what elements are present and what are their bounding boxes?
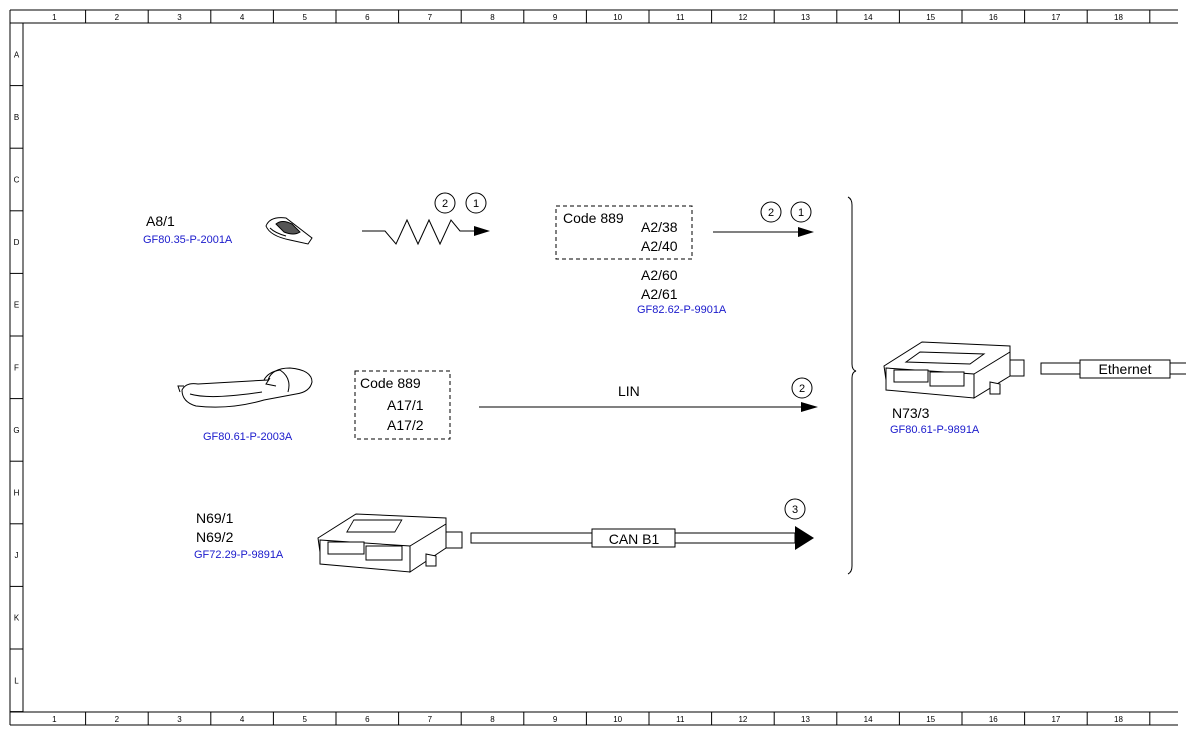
row-label-K: K [14,614,20,623]
column-label-top-16: 16 [989,13,998,22]
column-label-bottom-14: 14 [864,715,873,724]
column-label-bottom-5: 5 [302,715,307,724]
column-label-top-7: 7 [428,13,433,22]
column-label-top-6: 6 [365,13,370,22]
svg-text:1: 1 [473,198,479,210]
door-code-2: A17/2 [387,417,424,433]
row-label-J: J [15,551,19,560]
cluster-code-1: A2/38 [641,219,678,235]
cluster-code-3: A2/60 [641,267,678,283]
door-handle-reference-link[interactable]: GF80.61-P-2003A [203,431,293,443]
column-label-bottom-1: 1 [52,715,57,724]
column-label-top-18: 18 [1114,13,1123,22]
row-label-L: L [14,676,19,685]
svg-text:1: 1 [798,207,804,219]
column-label-top-2: 2 [115,13,120,22]
door-code-1: A17/1 [387,397,424,413]
row-label-B: B [14,113,19,122]
door-module-reference-link[interactable]: GF72.29-P-9891A [194,549,284,561]
lin-label: LIN [618,383,640,399]
column-label-top-5: 5 [302,13,307,22]
lin-arrowhead [801,402,818,412]
lin-marker-2: 2 [791,377,813,399]
row-label-E: E [14,301,19,310]
door-box-title: Code 889 [360,375,421,391]
column-label-top-10: 10 [613,13,622,22]
column-label-top-17: 17 [1051,13,1060,22]
column-label-top-1: 1 [52,13,57,22]
column-label-bottom-8: 8 [490,715,495,724]
central-module-code: N73/3 [892,405,930,421]
door-module-icon [317,513,463,573]
column-label-top-13: 13 [801,13,810,22]
row-ticks: A B C D E F G H J K L [10,50,23,713]
row-label-A: A [14,50,20,59]
column-label-bottom-18: 18 [1114,715,1123,724]
cluster-code-4: A2/61 [641,286,678,302]
cluster-box-title: Code 889 [563,210,624,226]
bus-bracket [847,196,857,575]
can-label: CAN B1 [609,531,660,547]
wireless-marker-2: 2 [434,192,456,214]
central-module-reference-link[interactable]: GF80.61-P-9891A [890,424,980,436]
column-label-bottom-10: 10 [613,715,622,724]
door-module-code-1: N69/1 [196,510,234,526]
door-module-code-2: N69/2 [196,529,234,545]
central-module-icon [883,341,1025,399]
cluster-marker-1: 1 [790,201,812,223]
cluster-code-2: A2/40 [641,238,678,254]
row-label-H: H [14,489,20,498]
wireless-arrowhead [474,226,490,236]
column-label-bottom-6: 6 [365,715,370,724]
row-label-D: D [14,238,20,247]
column-ticks: 1122334455667788991010111112121313141415… [52,10,1151,725]
cluster-code-box [555,205,693,260]
row-label-C: C [14,176,20,185]
cluster-out-arrowhead [798,227,814,237]
svg-text:2: 2 [442,198,448,210]
key-code-label: A8/1 [146,213,175,229]
column-label-bottom-2: 2 [115,715,120,724]
row-label-G: G [13,426,19,435]
column-label-bottom-7: 7 [428,715,433,724]
column-label-bottom-11: 11 [676,715,685,724]
column-label-top-14: 14 [864,13,873,22]
ethernet-label: Ethernet [1099,361,1152,377]
can-label-box [591,528,676,548]
key-reference-link[interactable]: GF80.35-P-2001A [143,234,233,246]
cluster-marker-2: 2 [760,201,782,223]
frame [9,9,1178,726]
column-label-bottom-13: 13 [801,715,810,724]
column-label-bottom-9: 9 [553,715,558,724]
column-label-top-8: 8 [490,13,495,22]
column-label-top-3: 3 [177,13,182,22]
can-arrowhead [795,526,814,550]
svg-text:2: 2 [768,207,774,219]
can-marker-3: 3 [784,498,806,520]
door-handle-icon [177,367,313,408]
key-fob-icon [265,217,313,245]
ethernet-label-box [1079,359,1171,379]
column-label-bottom-16: 16 [989,715,998,724]
column-label-bottom-4: 4 [240,715,245,724]
column-label-top-12: 12 [738,13,747,22]
column-label-bottom-15: 15 [926,715,935,724]
wireless-link [362,218,474,246]
column-label-bottom-12: 12 [738,715,747,724]
wireless-marker-1: 1 [465,192,487,214]
column-label-bottom-3: 3 [177,715,182,724]
row-label-F: F [14,363,19,372]
svg-text:3: 3 [792,504,798,516]
column-label-top-15: 15 [926,13,935,22]
door-code-box [354,370,451,440]
column-label-top-11: 11 [676,13,685,22]
column-label-top-4: 4 [240,13,245,22]
svg-text:2: 2 [799,383,805,395]
cluster-reference-link[interactable]: GF82.62-P-9901A [637,304,727,316]
column-label-top-9: 9 [553,13,558,22]
column-label-bottom-17: 17 [1051,715,1060,724]
